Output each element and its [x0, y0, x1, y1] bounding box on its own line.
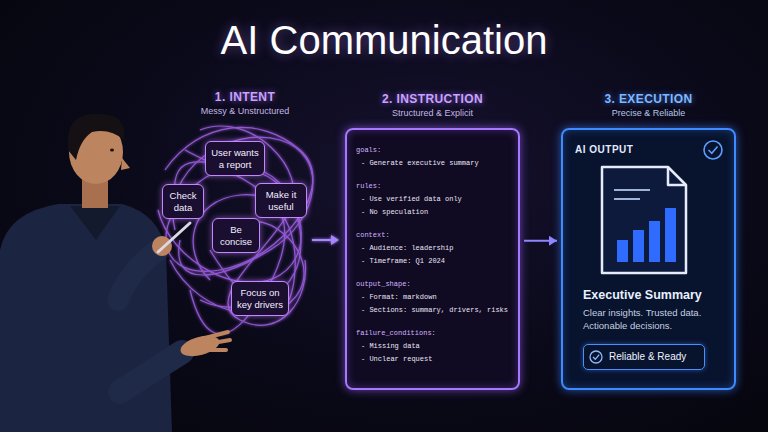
sticky-note: Make it useful [255, 183, 307, 218]
code-line: - Format: markdown [356, 291, 512, 304]
code-line: - Unclear request [356, 353, 512, 366]
section-subheading: Structured & Explicit [347, 108, 518, 119]
section-heading: 2. INSTRUCTION [347, 92, 518, 106]
section-subheading: Precise & Reliable [563, 108, 734, 119]
instruction-panel: 2. INSTRUCTIONStructured & Explicitgoals… [345, 128, 520, 390]
panel-label: AI OUTPUT [575, 144, 633, 156]
code-line: - No speculation [356, 206, 512, 219]
output-panel: 3. EXECUTIONPrecise & ReliableAI OUTPUTE… [561, 128, 736, 390]
output-caption: Clear insights. Trusted data. Actionable… [583, 307, 723, 333]
code-line: - Sections: summary, drivers, risks [356, 304, 512, 317]
presenter-figure [0, 114, 230, 432]
arrow-head [549, 236, 557, 246]
code-line: - Use verified data only [356, 193, 512, 206]
sticky-note: User wants a report [205, 141, 265, 176]
output-title: Executive Summary [583, 288, 702, 303]
code-key: rules: [356, 180, 512, 193]
section-heading: 3. EXECUTION [563, 92, 734, 106]
panel-fill [561, 128, 736, 390]
panel-fill [345, 128, 520, 390]
code-line: - Audience: leadership [356, 242, 512, 255]
code-line: - Generate executive summary [356, 157, 512, 170]
sticky-note: Check data [162, 184, 204, 219]
document-icon [602, 167, 686, 273]
section-heading: 1. INTENT [185, 90, 305, 104]
connector [524, 236, 557, 246]
code-line: - Timeframe: Q1 2024 [356, 255, 512, 268]
code-line: - Missing data [356, 340, 512, 353]
tangle-lines [158, 126, 313, 334]
sticky-note: Be concise [212, 218, 260, 253]
note-text: Focus on key drivers [236, 287, 284, 310]
check-icon [704, 141, 722, 159]
note-text: User wants a report [210, 147, 260, 170]
code-key: output_shape: [356, 278, 512, 291]
title-underline [344, 69, 424, 71]
sticky-note: Focus on key drivers [231, 281, 289, 316]
code-key: failure_conditions: [356, 327, 512, 340]
note-text: Check data [167, 190, 199, 213]
section-subheading: Messy & Unstructured [175, 106, 315, 117]
code-key: context: [356, 229, 512, 242]
diagram-title: AI Communication [0, 16, 768, 64]
note-text: Make it useful [260, 189, 302, 212]
note-text: Be concise [217, 224, 255, 247]
status-button: Reliable & Ready [583, 344, 705, 370]
button-label: Reliable & Ready [584, 345, 704, 369]
flow-arrow [312, 235, 339, 245]
code-key: goals: [356, 144, 512, 157]
button-check-icon [590, 351, 602, 363]
